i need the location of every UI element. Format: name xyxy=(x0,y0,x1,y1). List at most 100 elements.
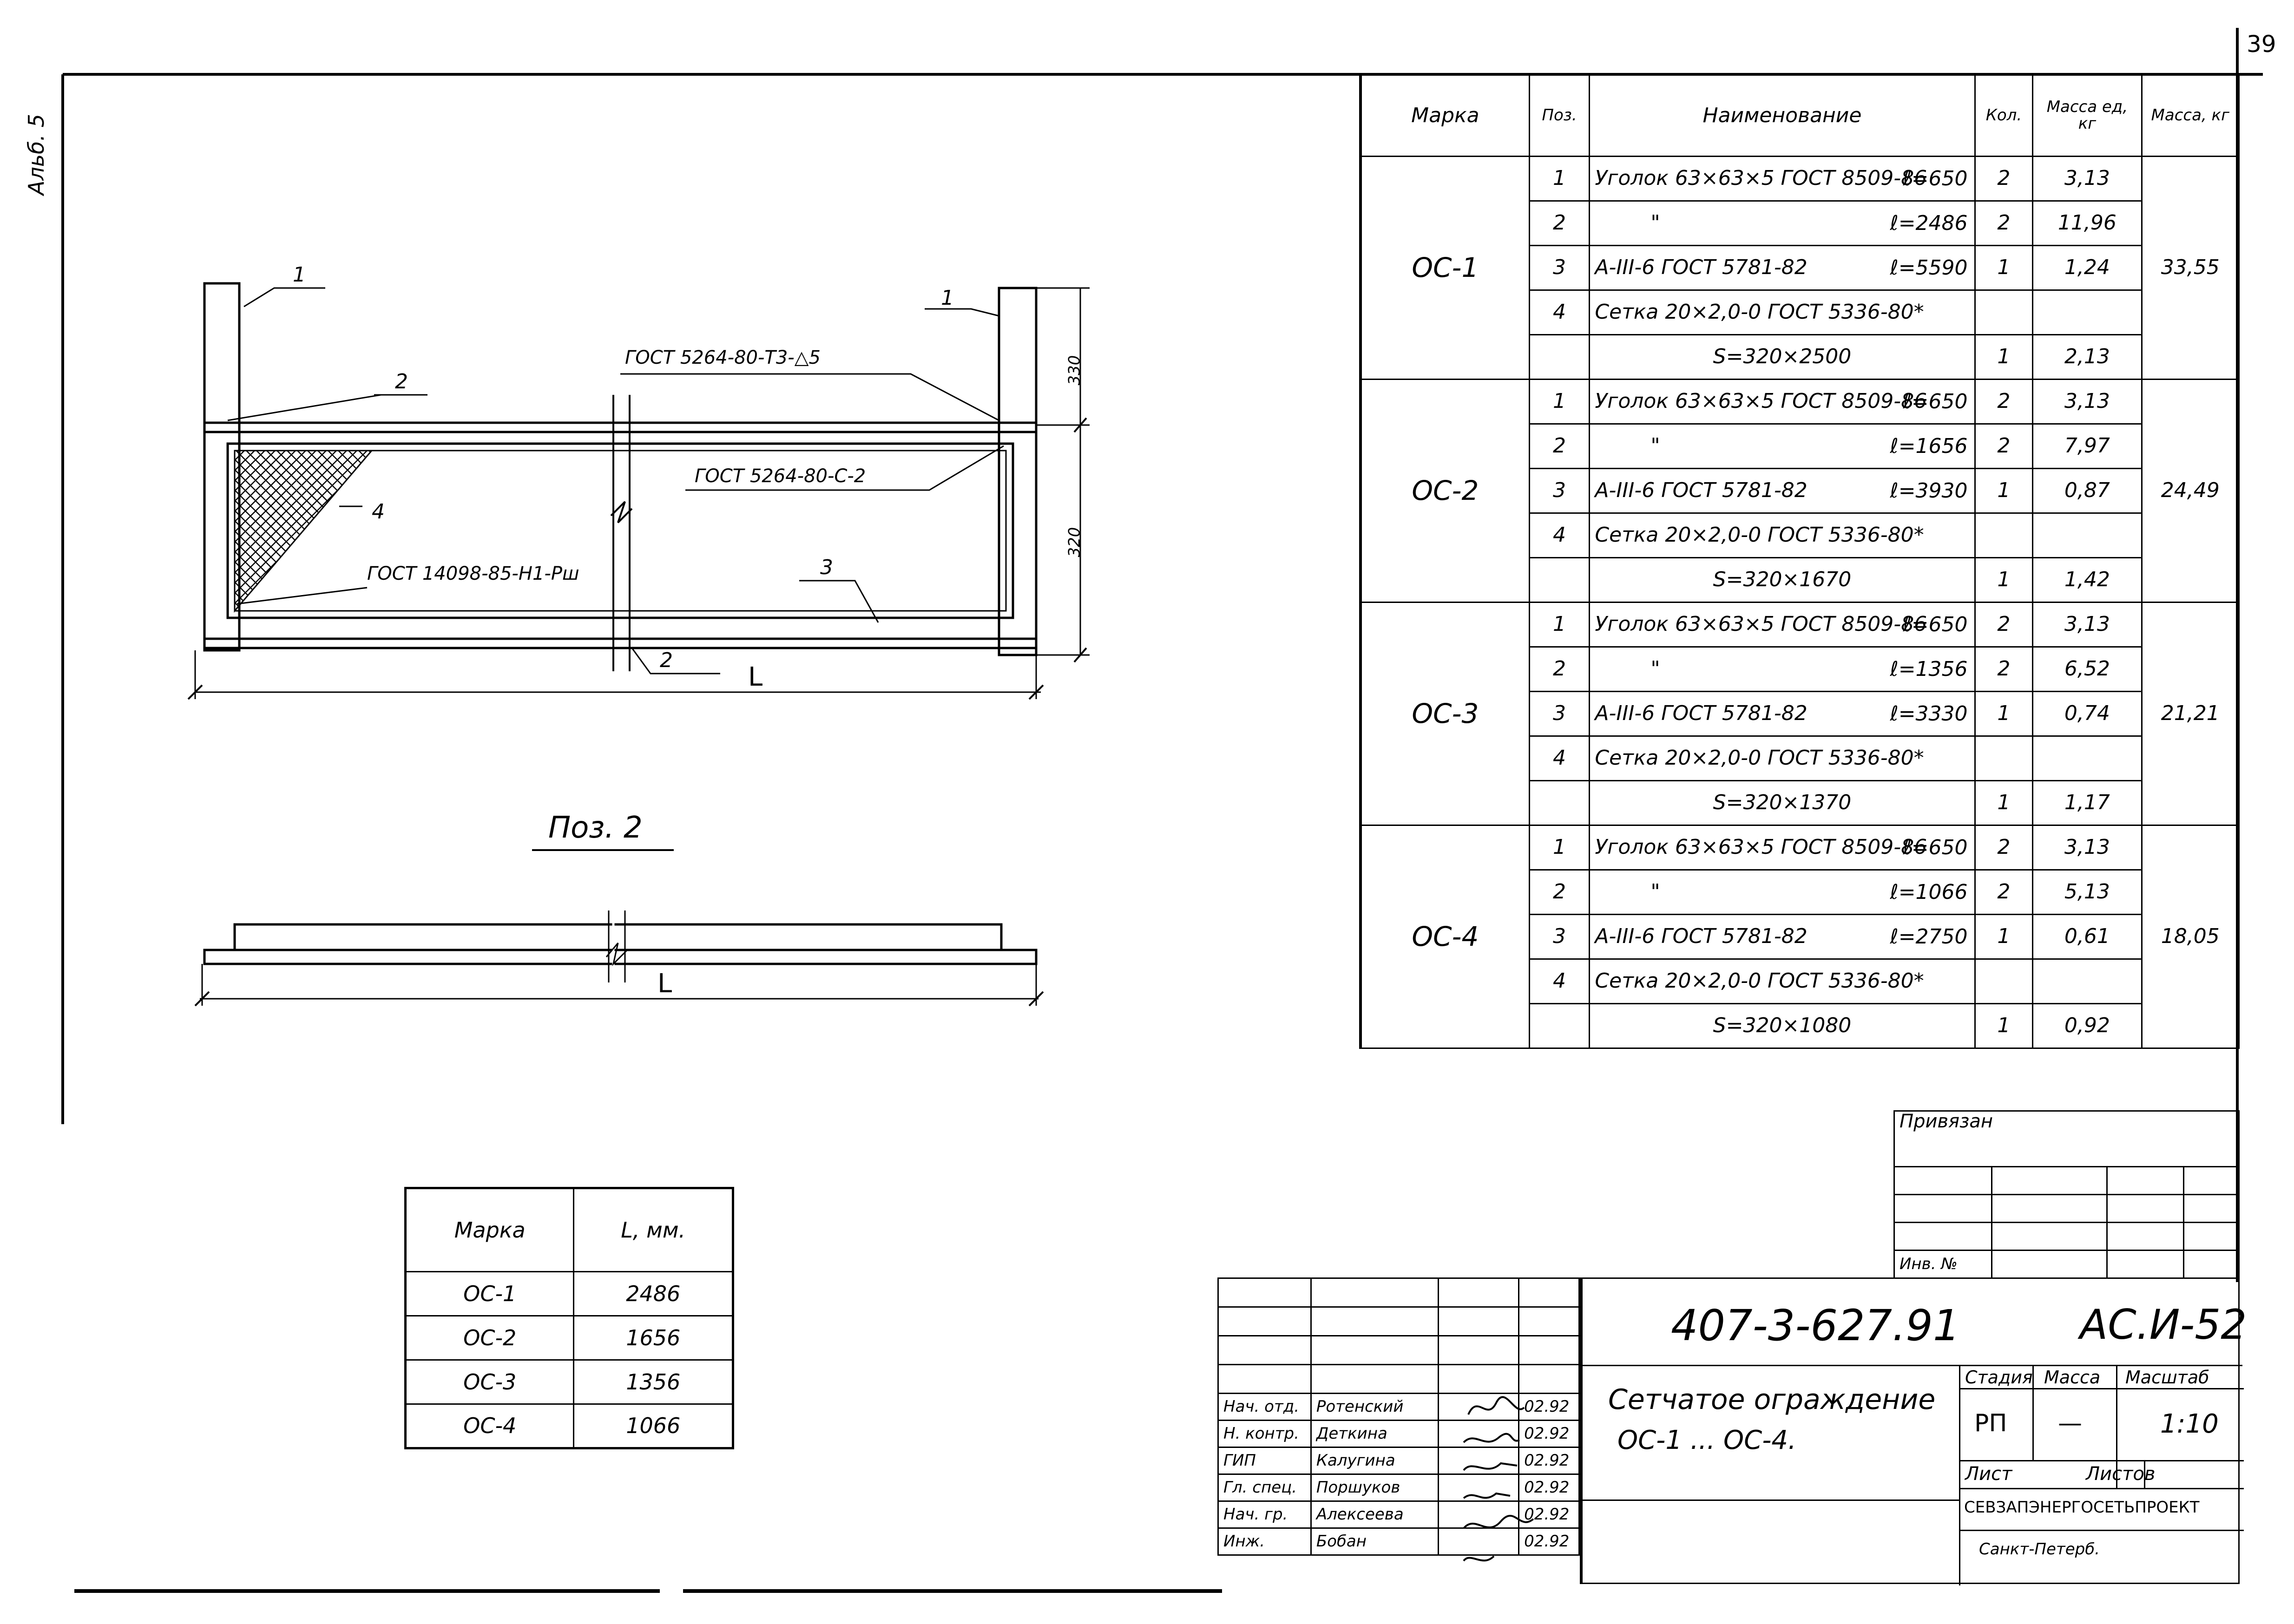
sig-signature xyxy=(1437,1473,1520,1502)
length-value: 1656 xyxy=(573,1315,734,1361)
sig-date: 02.92 xyxy=(1518,1500,1580,1529)
length-hdr-mark: Марка xyxy=(404,1187,575,1272)
spec-pos: 3 xyxy=(1528,914,1591,960)
spec-unit-mass: 3,13 xyxy=(2032,379,2143,425)
sig-name: Ротенский xyxy=(1310,1393,1440,1421)
doc-code: 407-3-627.91 xyxy=(1671,1301,1960,1350)
spec-qty: 1 xyxy=(1974,914,2034,960)
spec-total-mass: 18,05 xyxy=(2141,825,2240,1049)
spec-pos: 1 xyxy=(1528,825,1591,871)
spec-pos: 3 xyxy=(1528,245,1591,291)
spec-pos: 2 xyxy=(1528,423,1591,469)
spec-name-text: " xyxy=(1650,211,1660,235)
spec-mark: ОС-2 xyxy=(1360,379,1530,603)
callout-pos3: 3 xyxy=(820,556,833,579)
sig-date: 02.92 xyxy=(1518,1420,1580,1448)
hdr-qty: Кол. xyxy=(1974,74,2034,157)
spec-qty: 1 xyxy=(1974,691,2034,737)
spec-qty: 1 xyxy=(1974,245,2034,291)
spec-length: ℓ=650 xyxy=(1903,612,1968,636)
hdr-unit-mass: Масса ед, кг xyxy=(2032,74,2143,157)
spec-qty: 1 xyxy=(1974,1003,2034,1049)
weld-note-mesh: ГОСТ 14098-85-Н1-Рш xyxy=(367,563,579,584)
spec-name-text: " xyxy=(1650,880,1660,904)
spec-qty: 2 xyxy=(1974,156,2034,202)
spec-mark: ОС-4 xyxy=(1360,825,1530,1049)
spec-unit-mass xyxy=(2032,735,2143,781)
spec-pos: 4 xyxy=(1528,512,1591,558)
sig-name: Деткина xyxy=(1310,1420,1440,1448)
spec-pos: 2 xyxy=(1528,646,1591,692)
spec-unit-mass xyxy=(2032,512,2143,558)
weld-note-mid: ГОСТ 5264-80-С-2 xyxy=(695,465,866,487)
spec-length: ℓ=650 xyxy=(1903,389,1968,413)
spec-total-mass: 24,49 xyxy=(2141,379,2240,603)
callout-pos2-top: 2 xyxy=(395,370,408,393)
spec-unit-mass: 0,74 xyxy=(2032,691,2143,737)
sig-date: 02.92 xyxy=(1518,1527,1580,1556)
spec-name-text: Сетка 20×2,0-0 ГОСТ 5336-80* xyxy=(1595,300,1924,324)
spec-length: ℓ=2750 xyxy=(1890,924,1968,949)
spec-unit-mass: 3,13 xyxy=(2032,156,2143,202)
length-mark: ОС-3 xyxy=(404,1359,575,1405)
spec-pos: 3 xyxy=(1528,468,1591,514)
length-mark: ОС-1 xyxy=(404,1271,575,1316)
spec-name: S=320×1670 xyxy=(1589,557,1976,603)
spec-unit-mass: 11,96 xyxy=(2032,200,2143,246)
signature-grid: Нач. отд.Ротенский 02.92 Н. контр.Деткина 0… xyxy=(1217,1277,1580,1556)
dim-320: 320 xyxy=(1065,527,1084,557)
spec-qty xyxy=(1974,512,2034,558)
spec-table: Марка Поз. Наименование Кол. Масса ед, к… xyxy=(1359,74,2240,1049)
spec-header-row: Марка Поз. Наименование Кол. Масса ед, к… xyxy=(1360,74,2240,157)
spec-name-text: Сетка 20×2,0-0 ГОСТ 5336-80* xyxy=(1595,746,1924,770)
spec-name: "ℓ=2486 xyxy=(1589,200,1976,246)
spec-length: ℓ=5590 xyxy=(1890,255,1968,280)
spec-name-text: Уголок 63×63×5 ГОСТ 8509-86 xyxy=(1595,166,1927,190)
weld-note-top: ГОСТ 5264-80-Т3-△5 xyxy=(625,347,821,368)
length-value: 1066 xyxy=(573,1403,734,1449)
sig-name: Поршуков xyxy=(1310,1473,1440,1502)
sig-role: Н. контр. xyxy=(1217,1420,1312,1448)
binding-box: Привязан Инв. № xyxy=(1893,1110,2240,1279)
sig-date: 02.92 xyxy=(1518,1447,1580,1475)
sig-name: Калугина xyxy=(1310,1447,1440,1475)
spec-length: ℓ=650 xyxy=(1903,166,1968,190)
spec-mark: ОС-3 xyxy=(1360,602,1530,826)
sig-date: 02.92 xyxy=(1518,1393,1580,1421)
sig-signature xyxy=(1437,1500,1520,1529)
spec-pos: 4 xyxy=(1528,958,1591,1004)
sig-signature xyxy=(1437,1447,1520,1475)
privyazan-label: Привязан xyxy=(1893,1110,2240,1167)
spec-qty: 2 xyxy=(1974,379,2034,425)
sig-role: Нач. отд. xyxy=(1217,1393,1312,1421)
spec-qty: 1 xyxy=(1974,334,2034,380)
mass-label: Масса xyxy=(2044,1367,2101,1388)
dim-L-detail: L xyxy=(657,969,672,999)
signature-rows: Нач. отд.Ротенский 02.92 Н. контр.Деткина 0… xyxy=(1217,1393,1580,1556)
callout-pos1-right: 1 xyxy=(941,286,954,310)
spec-length: ℓ=3330 xyxy=(1890,701,1968,726)
signature-row: Нач. отд.Ротенский 02.92 xyxy=(1217,1393,1580,1421)
spec-qty xyxy=(1974,735,2034,781)
spec-name-text: А-III-6 ГОСТ 5781-82 xyxy=(1595,924,1808,949)
sig-signature xyxy=(1437,1393,1520,1421)
spec-name-text: Сетка 20×2,0-0 ГОСТ 5336-80* xyxy=(1595,969,1924,993)
spec-name-text: А-III-6 ГОСТ 5781-82 xyxy=(1595,478,1808,503)
city: Санкт-Петерб. xyxy=(1979,1540,2100,1559)
